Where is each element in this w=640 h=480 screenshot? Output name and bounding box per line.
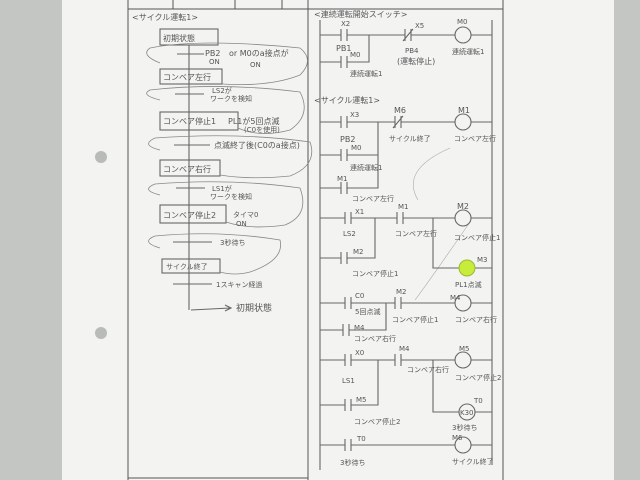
transition-label: PB2 (205, 49, 220, 58)
transition-label: ON (250, 61, 261, 69)
punch-hole (95, 327, 107, 339)
coil-label: M2 (457, 202, 469, 211)
paper-sheet (62, 0, 614, 480)
sfc-diagram: <サイクル運転1> 初期状態 コンベア左行 コンベア停止1 コンベア右行 コンベ… (132, 13, 313, 314)
coil-label: M1 (458, 106, 470, 115)
contact-label: LS2 (343, 230, 356, 238)
contact-label: M0 (350, 51, 361, 59)
transition-label: ON (209, 58, 220, 66)
lamp-label: PL1点滅 (455, 280, 482, 289)
contact-label: M6 (394, 106, 406, 115)
contact-label: X3 (350, 111, 359, 119)
step-label: コンベア停止1 (163, 116, 216, 126)
rung-1: X2 PB1 X5 PB4 (運転停止) M0 連続運転1 M0 連続運転1 (320, 18, 492, 78)
step-label: コンベア停止2 (163, 210, 216, 220)
contact-label: 連続運転1 (350, 69, 382, 78)
contact-label: PB4 (405, 47, 419, 55)
sfc-title: <サイクル運転1> (132, 13, 198, 22)
contact-label: M1 (398, 203, 409, 211)
transition-label: 点滅終了後(C0のa接点) (214, 140, 300, 150)
sfc-steps: 初期状態 コンベア左行 コンベア停止1 コンベア右行 コンベア停止2 サイクル終… (159, 28, 239, 274)
transition-label: ON (236, 220, 247, 228)
rung-2: X3 PB2 M6 サイクル終了 M1 コンベア左行 M0 連続運転1 M1 コ… (320, 106, 496, 203)
sfc-transitions: PB2 ON or M0のa接点が ON LS2が ワークを検知 PL1が5回点… (173, 48, 300, 289)
contact-label: コンベア停止2 (354, 417, 400, 426)
coil-label: コンベア停止1 (454, 233, 500, 242)
transition-label: (C0を使用) (244, 125, 280, 134)
timer-label: T0 (473, 397, 483, 405)
transition-label: タイマ0 (233, 210, 258, 219)
coil-label: M6 (452, 434, 463, 442)
contact-label: 3秒待ち (340, 458, 365, 467)
timer-setting: K30 (460, 409, 474, 417)
coil-label: コンベア右行 (455, 315, 497, 324)
transition-label: LS2が (212, 86, 232, 95)
timer-label: 3秒待ち (452, 423, 477, 432)
step-label: コンベア右行 (163, 164, 211, 174)
return-arrow (190, 304, 233, 312)
frame-lines (127, 0, 504, 480)
transition-label: 1スキャン経過 (216, 280, 262, 289)
contact-label: 連続運転1 (350, 163, 382, 172)
transition-label: LS1が (212, 184, 232, 193)
rung-4: C0 5回点滅 M2 コンベア停止1 M4 コンベア右行 M4 コンベア右行 (320, 288, 497, 343)
timer-coil (458, 403, 476, 421)
contact-label: M0 (351, 144, 362, 152)
rung-3: X1 LS2 M1 コンベア左行 M2 コンベア停止1 M3 PL1点滅 M2 … (320, 202, 500, 289)
contact-label: PB1 (336, 44, 351, 53)
contact-label: LS1 (342, 377, 355, 385)
lamp-icon (458, 259, 476, 277)
transition-label: ワークを検知 (210, 94, 252, 103)
coil-label: コンベア停止2 (455, 373, 501, 382)
contact-label: M5 (356, 396, 367, 404)
coil-label: コンベア左行 (454, 134, 496, 143)
contact-label: コンベア左行 (395, 229, 437, 238)
rung-6: T0 3秒待ち M6 サイクル終了 (320, 434, 494, 467)
rung-5: X0 LS1 M4 コンベア右行 M5 コンベア停止2 K30 T0 3秒待ち … (320, 345, 501, 432)
coil-label: 連続運転1 (452, 47, 484, 56)
contact-label: コンベア停止1 (392, 315, 438, 324)
contact-label: M1 (337, 175, 348, 183)
transition-label: 3秒待ち (220, 238, 245, 247)
coil-label: サイクル終了 (452, 457, 494, 466)
lamp-label: M3 (477, 256, 488, 264)
contact-label: X2 (341, 20, 350, 28)
transition-label: ワークを検知 (210, 192, 252, 201)
sfc-loops (146, 42, 313, 275)
contact-label: コンベア右行 (407, 365, 449, 374)
contact-label: コンベア停止1 (352, 269, 398, 278)
contact-label: M4 (354, 324, 365, 332)
contact-label: 5回点滅 (355, 307, 380, 316)
coil-label: M5 (459, 345, 470, 353)
coil-label: M0 (457, 18, 468, 26)
contact-label: PB2 (340, 135, 355, 144)
contact-label: X1 (355, 208, 364, 216)
return-label: 初期状態 (236, 302, 272, 314)
pencil-stroke (414, 221, 471, 301)
contact-label: M2 (353, 248, 364, 256)
contact-label: コンベア右行 (354, 334, 396, 343)
contact-label: X5 (415, 22, 424, 30)
section-title: <連続運転開始スイッチ> (314, 9, 407, 19)
contact-label: M2 (396, 288, 407, 296)
coil-label: M4 (450, 294, 461, 302)
step-label: コンベア左行 (163, 72, 211, 82)
punch-hole (95, 151, 107, 163)
contact-label: T0 (356, 435, 366, 443)
transition-label: or M0のa接点が (229, 48, 289, 58)
contact-label: M4 (399, 345, 410, 353)
ladder-diagram: <連続運転開始スイッチ> <サイクル運転1> X2 PB1 X5 PB4 (運転… (314, 9, 501, 470)
transition-label: PL1が5回点滅 (228, 116, 279, 126)
contact-label: (運転停止) (397, 56, 435, 66)
pencil-stroke (413, 147, 451, 201)
contact-label: サイクル終了 (389, 134, 431, 143)
step-label: サイクル終了 (166, 262, 208, 271)
section-title: <サイクル運転1> (314, 96, 380, 105)
step-label: 初期状態 (163, 33, 195, 43)
contact-label: C0 (355, 292, 364, 300)
contact-label: X0 (355, 349, 364, 357)
contact-label: コンベア左行 (352, 194, 394, 203)
